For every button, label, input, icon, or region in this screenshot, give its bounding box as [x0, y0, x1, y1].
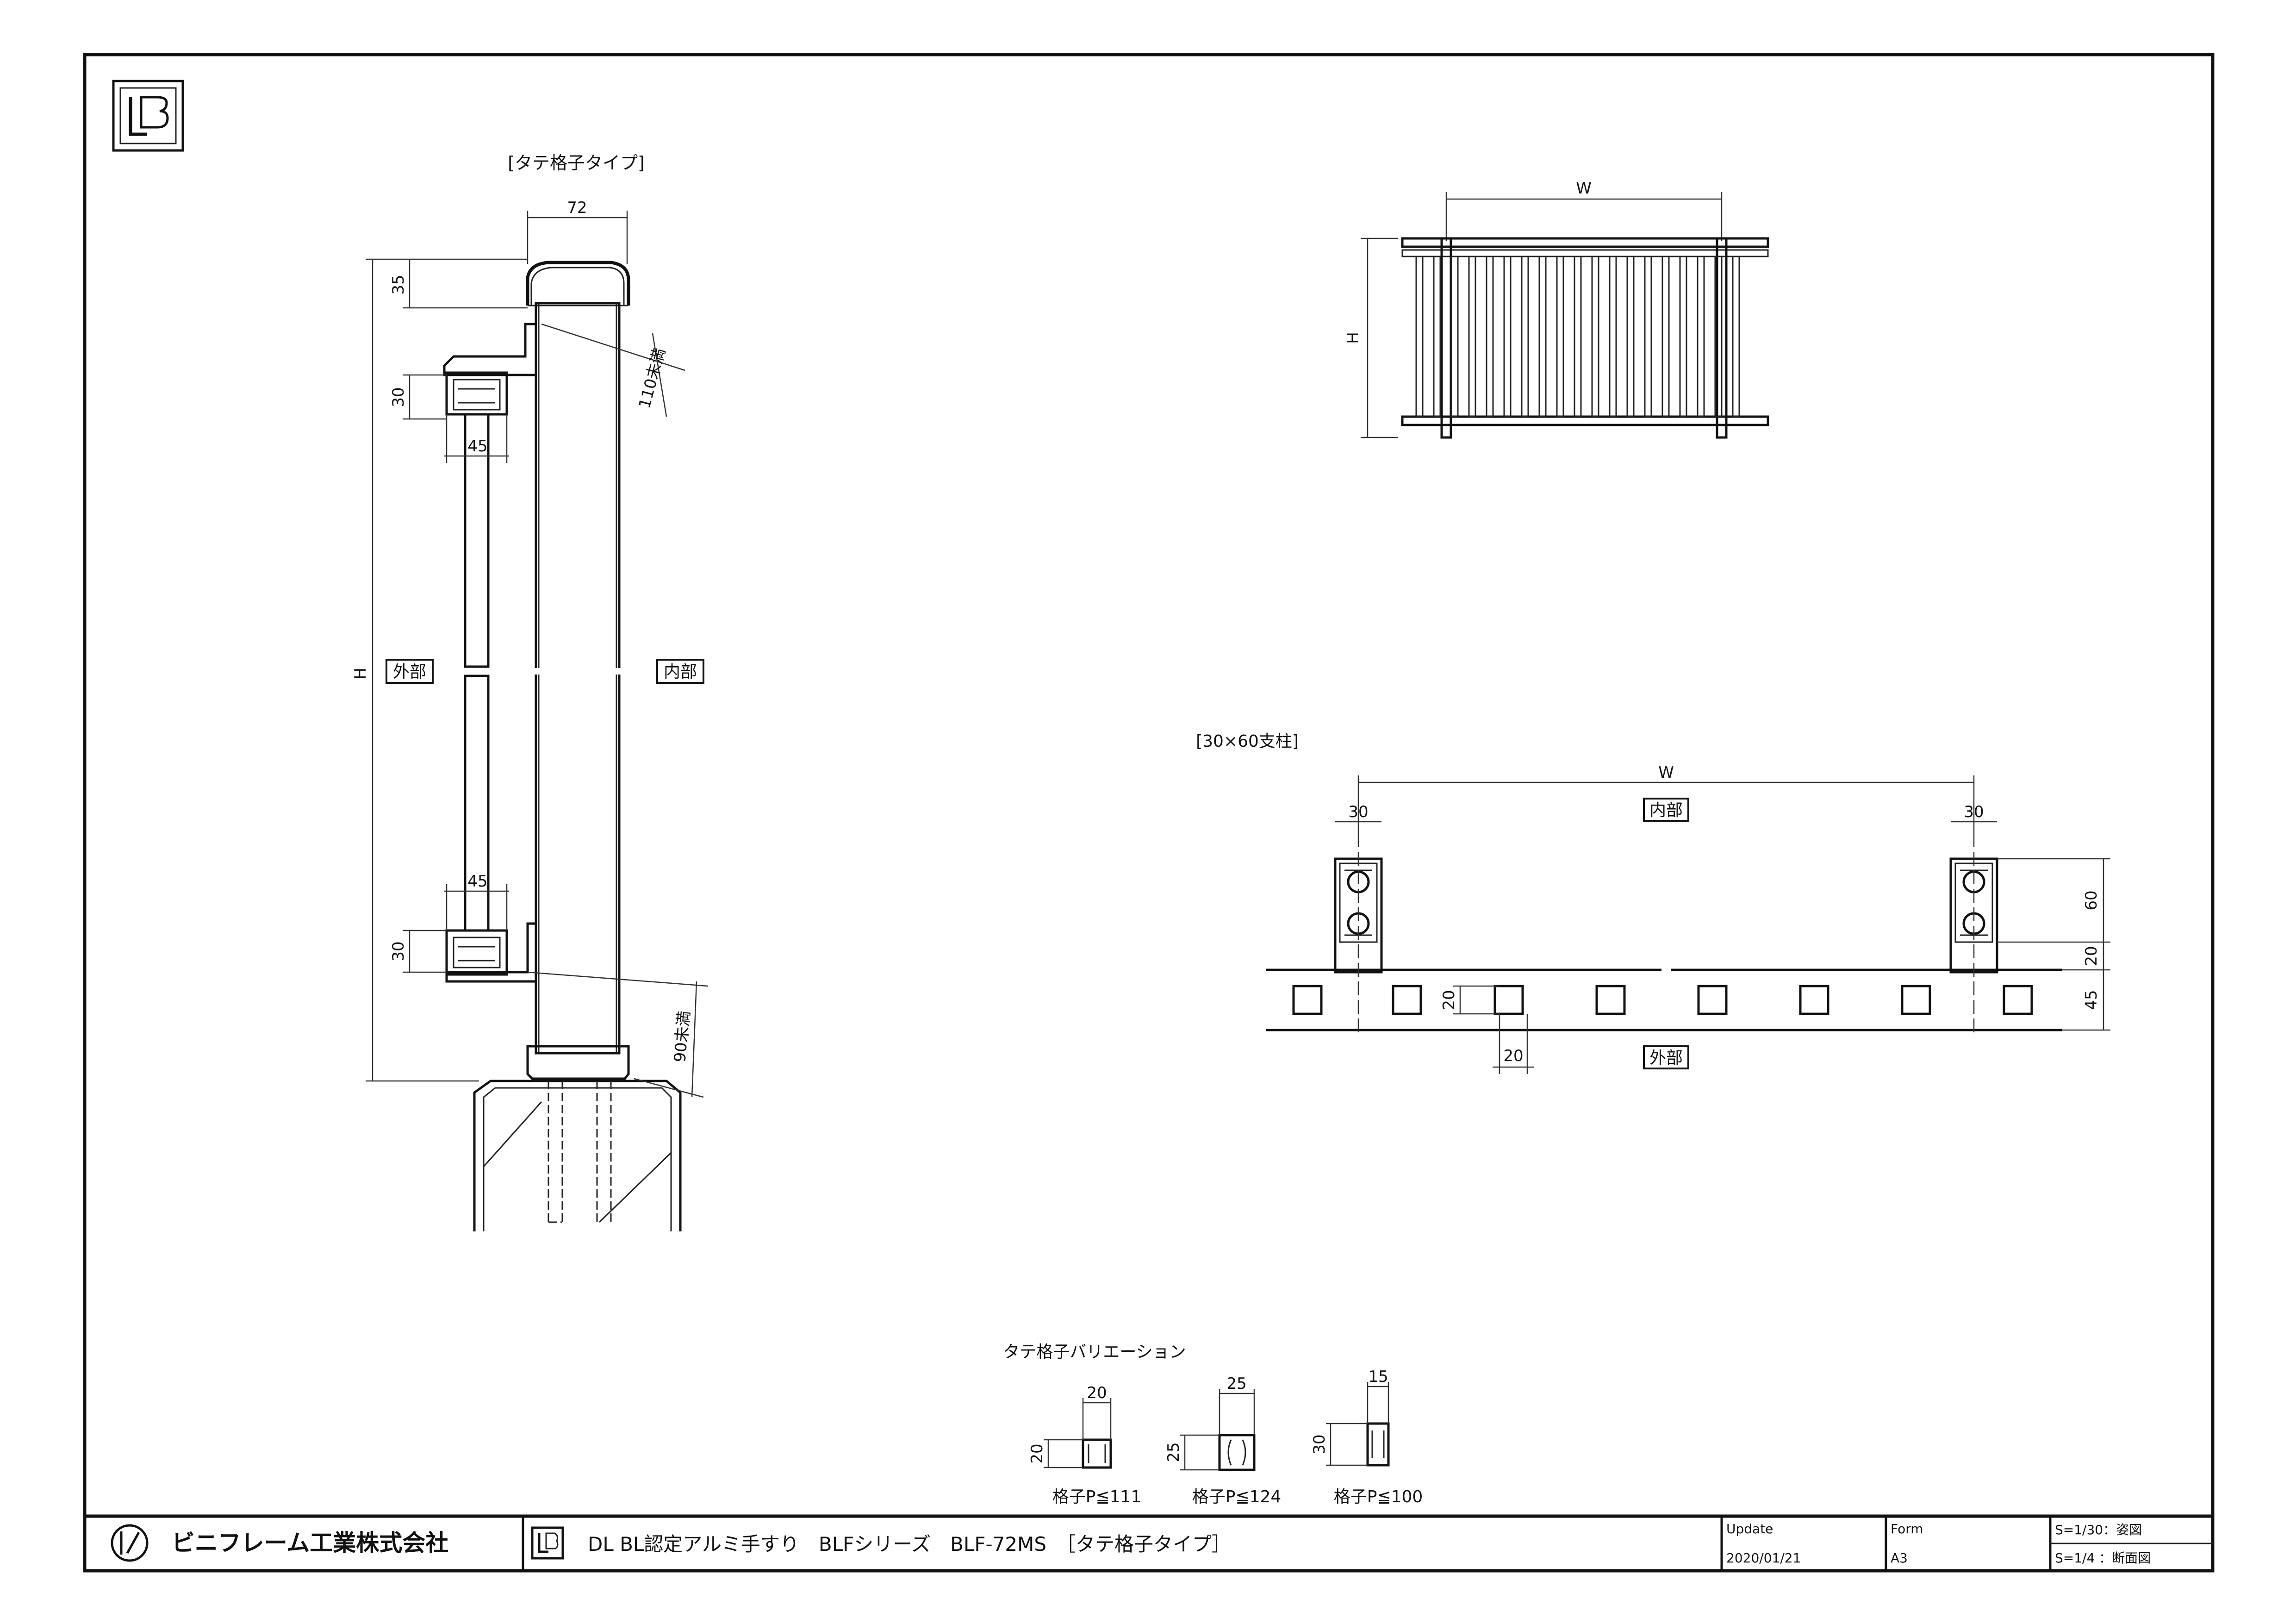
dim-rail-top-30: 30: [389, 387, 408, 407]
variation-2-caption: 格子P≦124: [1192, 1487, 1282, 1506]
scale-1: S=1/30：姿図: [2055, 1522, 2142, 1537]
post-base: [526, 1045, 630, 1080]
elevation-baluster: [1415, 256, 1424, 418]
plan-section-view: [30×60支柱] W 30 30 内部: [1196, 732, 2110, 1074]
update-value: 2020/01/21: [1726, 1550, 1801, 1566]
scale-2: S=1/4 ：断面図: [2055, 1550, 2151, 1566]
plan-dim-post-left: 30: [1348, 803, 1368, 821]
elevation-baluster: [1697, 256, 1705, 418]
elevation-baluster: [1503, 256, 1512, 418]
variation-1-caption: 格子P≦111: [1052, 1487, 1142, 1506]
elevation-baluster: [1538, 256, 1547, 418]
elevation-baluster: [1486, 256, 1494, 418]
variation-1-h: 20: [1028, 1443, 1046, 1463]
variation-3-caption: 格子P≦100: [1334, 1487, 1423, 1506]
variation-25x25: 25 25 格子P≦124: [1164, 1374, 1281, 1506]
company-logo-icon: [111, 1524, 149, 1562]
concrete-curb: [473, 1080, 682, 1231]
plan-label-inside: 内部: [1649, 801, 1683, 820]
plan-label-outside: 外部: [1649, 1049, 1683, 1068]
plan-label-inside-box: [1643, 798, 1689, 822]
plan-dim-20-bottom: 20: [1503, 1047, 1523, 1065]
variation-2-w: 25: [1226, 1374, 1246, 1393]
plan-baluster-section: [1901, 985, 1931, 1015]
label-inside: 内部: [664, 662, 697, 681]
sheet-border: [83, 53, 2215, 1573]
variation-3-w: 15: [1368, 1368, 1388, 1386]
variations-title: タテ格子バリエーション: [1003, 1343, 1186, 1362]
elevation-baluster: [1468, 256, 1476, 418]
elevation-baluster: [1644, 256, 1652, 418]
top-handrail-cap: [526, 261, 630, 306]
elevation-baluster: [1661, 256, 1670, 418]
label-inside-box: [656, 659, 704, 684]
elevation-baluster: [1679, 256, 1687, 418]
variation-2-h: 25: [1164, 1442, 1183, 1462]
plan-dim-45: 45: [2082, 990, 2101, 1010]
elevation-baluster: [1714, 256, 1723, 418]
plan-dim-60: 60: [2082, 890, 2101, 910]
title-lb-logo-icon: [531, 1526, 564, 1560]
variation-1-w: 20: [1087, 1384, 1107, 1402]
company-name: ビニフレーム工業株式会社: [172, 1530, 449, 1556]
elevation-baluster: [1626, 256, 1635, 418]
dim-gap-90: 90未満: [671, 1010, 694, 1063]
main-post: [535, 302, 621, 1055]
title-block: ビニフレーム工業株式会社 DL BL認定アルミ手すり BLFシリーズ BLF-7…: [85, 1514, 2213, 1571]
plan-baluster-section: [1595, 985, 1626, 1015]
side-section-view: [タテ格子タイプ] 72: [351, 153, 709, 1231]
lb-logo-icon: [112, 80, 184, 152]
elevation-baluster: [1591, 256, 1599, 418]
elevation-baluster: [1732, 256, 1740, 418]
variation-15x30: 15 30 格子P≦100: [1310, 1368, 1423, 1506]
plan-baluster-section: [1799, 985, 1829, 1015]
plan-dim-w: W: [1658, 763, 1674, 782]
dim-cap-35: 35: [389, 275, 408, 294]
dim-rail-top-45: 45: [467, 437, 487, 456]
update-label: Update: [1726, 1521, 1773, 1537]
variation-20x20: 20 20 格子P≦111: [1028, 1384, 1141, 1506]
plan-label-outside-box: [1643, 1045, 1689, 1069]
elevation-dim-h: H: [1344, 332, 1363, 344]
plan-dim-post-right: 30: [1964, 803, 1984, 821]
baluster: [464, 413, 490, 668]
side-view-title: [タテ格子タイプ]: [508, 153, 645, 173]
dim-height-h: H: [351, 668, 370, 680]
elevation-view: W H: [1344, 179, 1769, 439]
elevation-dim-w: W: [1576, 179, 1592, 198]
dim-rail-bottom-30: 30: [389, 941, 408, 961]
drawing-title: DL BL認定アルミ手すり BLFシリーズ BLF-72MS ［タテ格子タイプ］: [588, 1533, 1231, 1555]
label-outside-box: [386, 659, 434, 684]
elevation-baluster: [1609, 256, 1617, 418]
form-label: Form: [1891, 1521, 1923, 1537]
plan-baluster-section: [1493, 985, 1524, 1015]
variation-3-h: 30: [1310, 1434, 1329, 1454]
dim-rail-bottom-45: 45: [467, 872, 487, 891]
plan-baluster-section: [1392, 985, 1422, 1015]
label-outside: 外部: [393, 662, 426, 681]
elevation-baluster: [1450, 256, 1459, 418]
elevation-baluster: [1433, 256, 1441, 418]
elevation-baluster: [1574, 256, 1582, 418]
form-value: A3: [1891, 1550, 1908, 1566]
elevation-baluster: [1521, 256, 1529, 418]
plan-baluster-section: [1697, 985, 1728, 1015]
baluster-variations: タテ格子バリエーション 20 20 格子P≦111 25: [1003, 1343, 1423, 1506]
elevation-baluster: [1556, 256, 1564, 418]
plan-title: [30×60支柱]: [1196, 732, 1299, 751]
plan-dim-20-right: 20: [2082, 946, 2101, 966]
plan-baluster-section: [1292, 985, 1323, 1015]
plan-baluster-section: [2003, 985, 2033, 1015]
plan-dim-20-left: 20: [1440, 990, 1458, 1010]
dim-width-72: 72: [567, 199, 587, 217]
